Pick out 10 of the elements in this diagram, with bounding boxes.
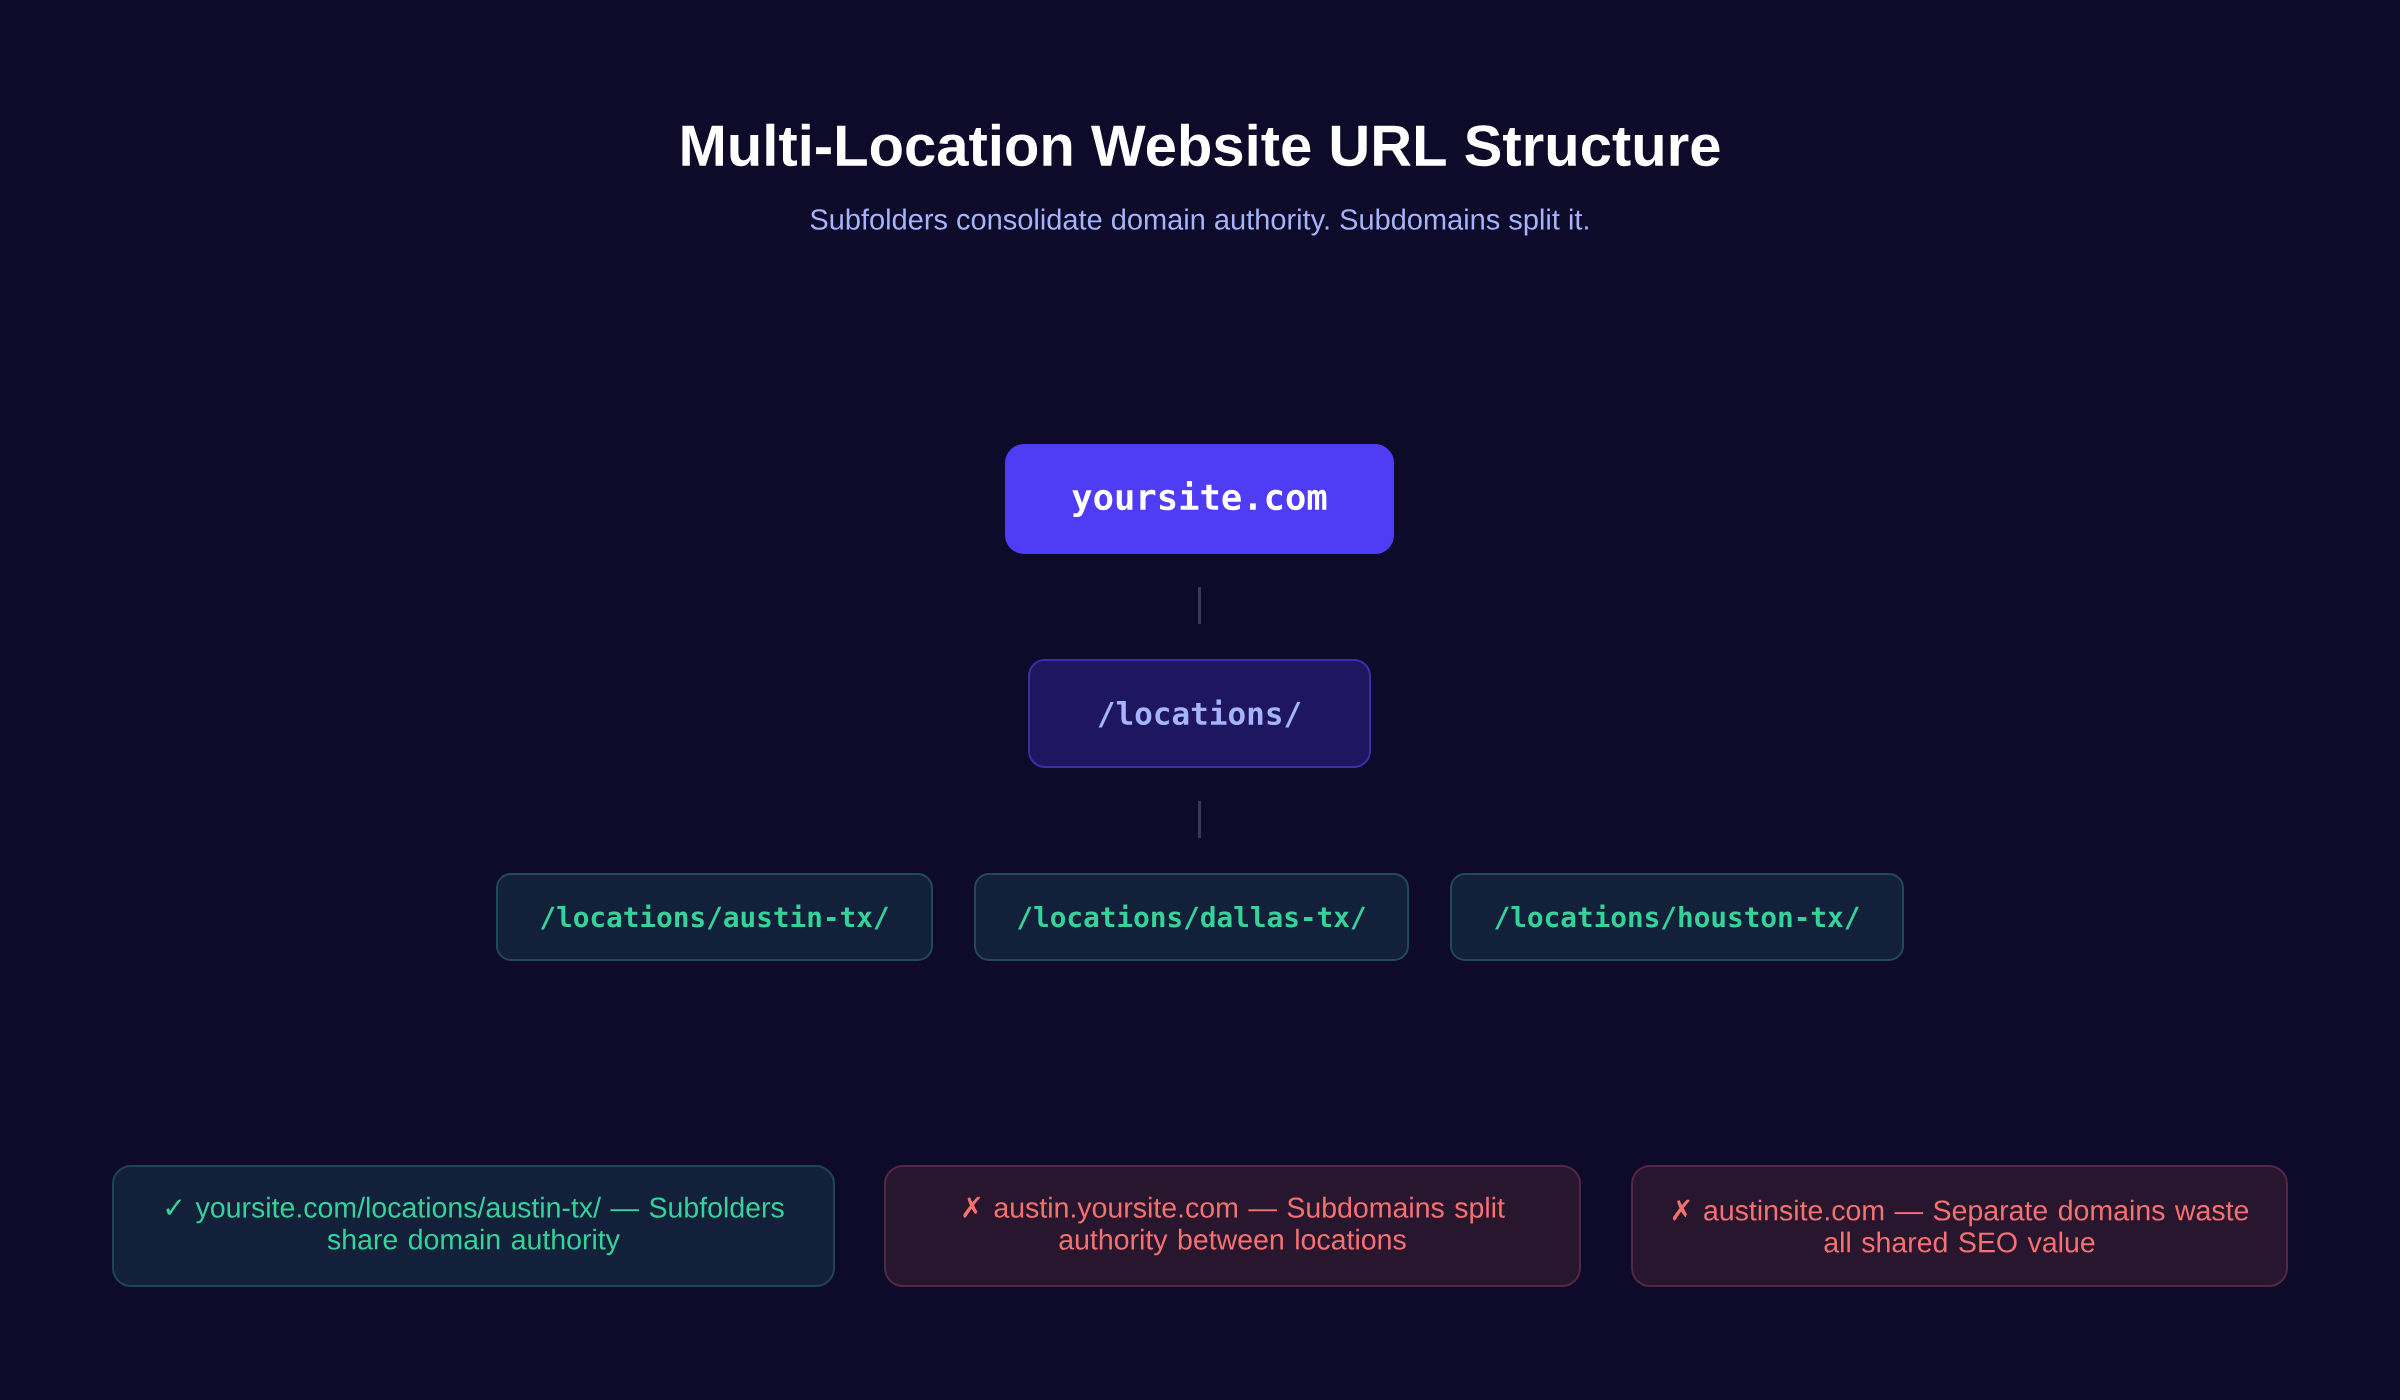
note-box: ✓ yoursite.com/locations/austin-tx/ — Subfolders share domain authority	[112, 1165, 835, 1287]
folder-box: /locations/	[1028, 659, 1371, 768]
domain-box: yoursite.com	[1005, 444, 1394, 554]
note-box: ✗ austin.yoursite.com — Subdomains split authority between locations	[884, 1165, 1581, 1287]
note-box: ✗ austinsite.com — Separate domains waste all shared SEO value	[1631, 1165, 2288, 1287]
title: Multi-Location Website URL Structure	[682, 123, 1720, 167]
page-box: /locations/dallas-tx/	[974, 873, 1409, 961]
page-box: /locations/austin-tx/	[496, 873, 933, 961]
page-box: /locations/houston-tx/	[1450, 873, 1904, 961]
subtitle: Subfolders consolidate domain authority. Subdomains split it.	[810, 208, 1588, 236]
